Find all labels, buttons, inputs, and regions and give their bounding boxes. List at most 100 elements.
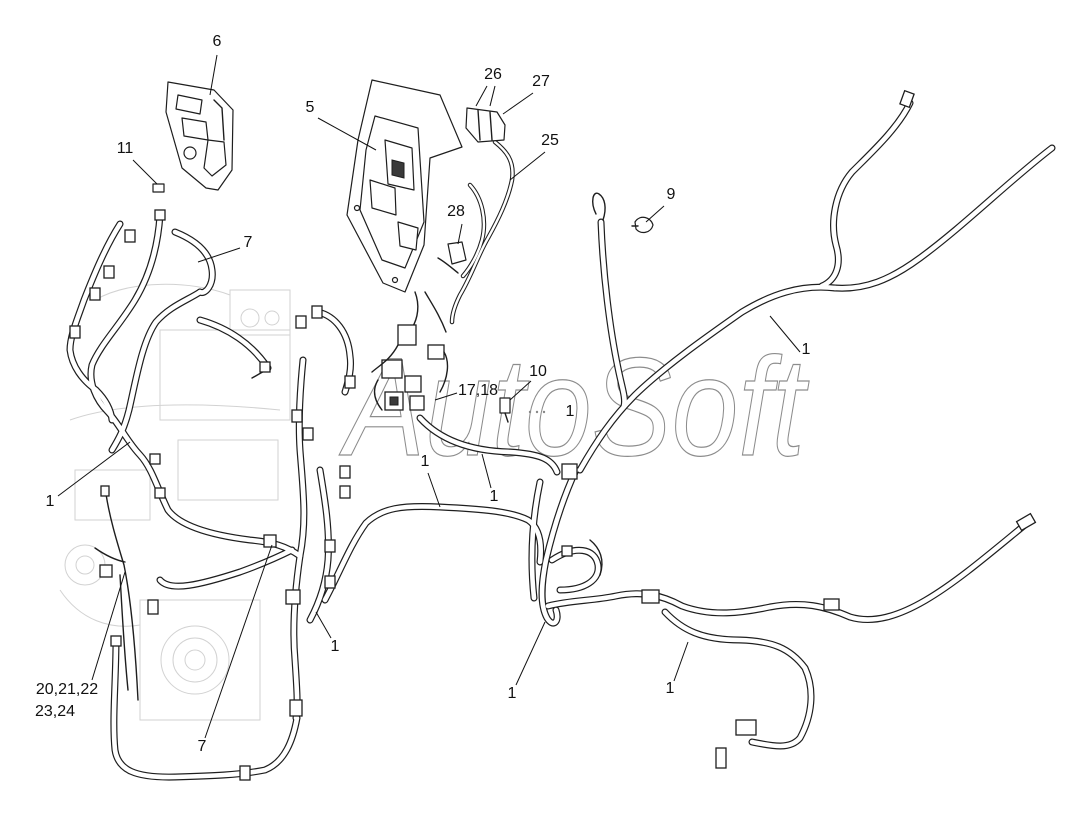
part-5-module: [346, 79, 463, 293]
part-28-fuse-holder: [447, 241, 467, 265]
leader-line: [57, 441, 131, 497]
leader-line: [515, 621, 546, 686]
connector: [89, 287, 101, 301]
wire: [411, 291, 419, 329]
callout-1: 1: [508, 685, 517, 702]
engine-outline: [94, 283, 231, 301]
leader-line: [427, 472, 441, 508]
harness-segment: [835, 148, 1052, 288]
harness-segment-fill: [552, 550, 598, 590]
connector: [561, 545, 573, 557]
connector: [149, 453, 161, 465]
connector: [311, 305, 323, 319]
connector-cluster: [371, 324, 449, 411]
wire: [371, 344, 399, 373]
leader-lines: [57, 54, 801, 739]
connector: [259, 361, 271, 373]
connector: [203, 139, 227, 177]
connector: [154, 209, 166, 221]
callout-10: 10: [529, 363, 547, 380]
engine-outline: [69, 404, 281, 421]
callout-6: 6: [213, 33, 222, 50]
harness-segment: [325, 506, 541, 600]
wire: [119, 574, 129, 691]
connector: [239, 765, 251, 781]
mounting-hole: [353, 204, 361, 212]
leader-line: [434, 392, 458, 401]
connector: [147, 599, 159, 615]
engine-outline: [264, 310, 280, 326]
leader-line: [91, 571, 126, 681]
leader-line: [457, 223, 463, 245]
harness-segment-fill: [91, 215, 300, 556]
connector: [302, 427, 314, 441]
connector: [344, 375, 356, 389]
callout-labels: 6 11 5 26 27 25 28 9 7 1 10 17,18 1 1 1 …: [35, 33, 811, 755]
connector: [735, 719, 757, 736]
sensor-lead: [504, 412, 509, 423]
harness-segment-fill: [835, 148, 1052, 288]
harness-segment-fill: [70, 224, 120, 420]
wire: [94, 547, 126, 563]
harness-connectors: [69, 89, 1037, 781]
callout-25: 25: [541, 132, 559, 149]
connector: [409, 395, 425, 411]
connector: [397, 221, 419, 251]
callout-5: 5: [306, 99, 315, 116]
connector: [110, 635, 122, 647]
harness-segment-fill: [325, 506, 541, 600]
connector: [103, 265, 115, 279]
control-unit-port: [391, 159, 405, 179]
connector: [263, 534, 277, 548]
part-9-cap: [631, 216, 654, 234]
relay-block: [181, 117, 209, 141]
relay-edge: [477, 109, 481, 141]
wire: [439, 351, 449, 393]
leader-line: [132, 159, 158, 185]
callout-26: 26: [484, 66, 502, 83]
engine-outline: [74, 469, 151, 521]
connector: [285, 589, 301, 605]
connector: [124, 229, 136, 243]
leader-line: [315, 611, 332, 639]
connector-face: [389, 396, 399, 406]
cap-body: [634, 216, 654, 234]
engine-outline: [59, 589, 141, 627]
wire: [424, 291, 447, 333]
relay-block: [175, 94, 203, 115]
leader-line: [489, 85, 496, 107]
engine-outline: [139, 599, 261, 721]
dot-mark: [542, 410, 546, 414]
connector: [369, 179, 397, 216]
callout-1: 1: [421, 453, 430, 470]
leader-line: [673, 641, 689, 682]
connector: [427, 344, 445, 360]
connector: [404, 375, 422, 393]
leader-line: [509, 151, 546, 181]
leader-line: [645, 205, 665, 223]
callout-1: 1: [566, 403, 575, 420]
leader-line: [481, 453, 492, 489]
wire: [213, 99, 225, 141]
leader-line: [509, 380, 532, 401]
connector: [154, 487, 166, 499]
connector: [291, 409, 303, 423]
engine-outline: [75, 555, 95, 575]
dot-mark: [528, 410, 532, 414]
harness-segment-fill: [548, 524, 1026, 620]
thin-wires: [94, 192, 606, 701]
dot-mark: [535, 410, 539, 414]
callout-20-21-22: 20,21,22: [36, 681, 98, 698]
callout-9: 9: [667, 186, 676, 203]
connector: [715, 747, 727, 769]
connector: [339, 485, 351, 499]
engine-outline: [160, 625, 230, 695]
leader-line: [209, 54, 218, 96]
callout-17-18: 17,18: [458, 382, 498, 399]
engine-outline: [229, 289, 291, 336]
engine-background-sketch: [59, 283, 291, 721]
connector: [324, 539, 336, 553]
relay-body: [465, 107, 506, 143]
mounting-hole: [391, 276, 399, 284]
